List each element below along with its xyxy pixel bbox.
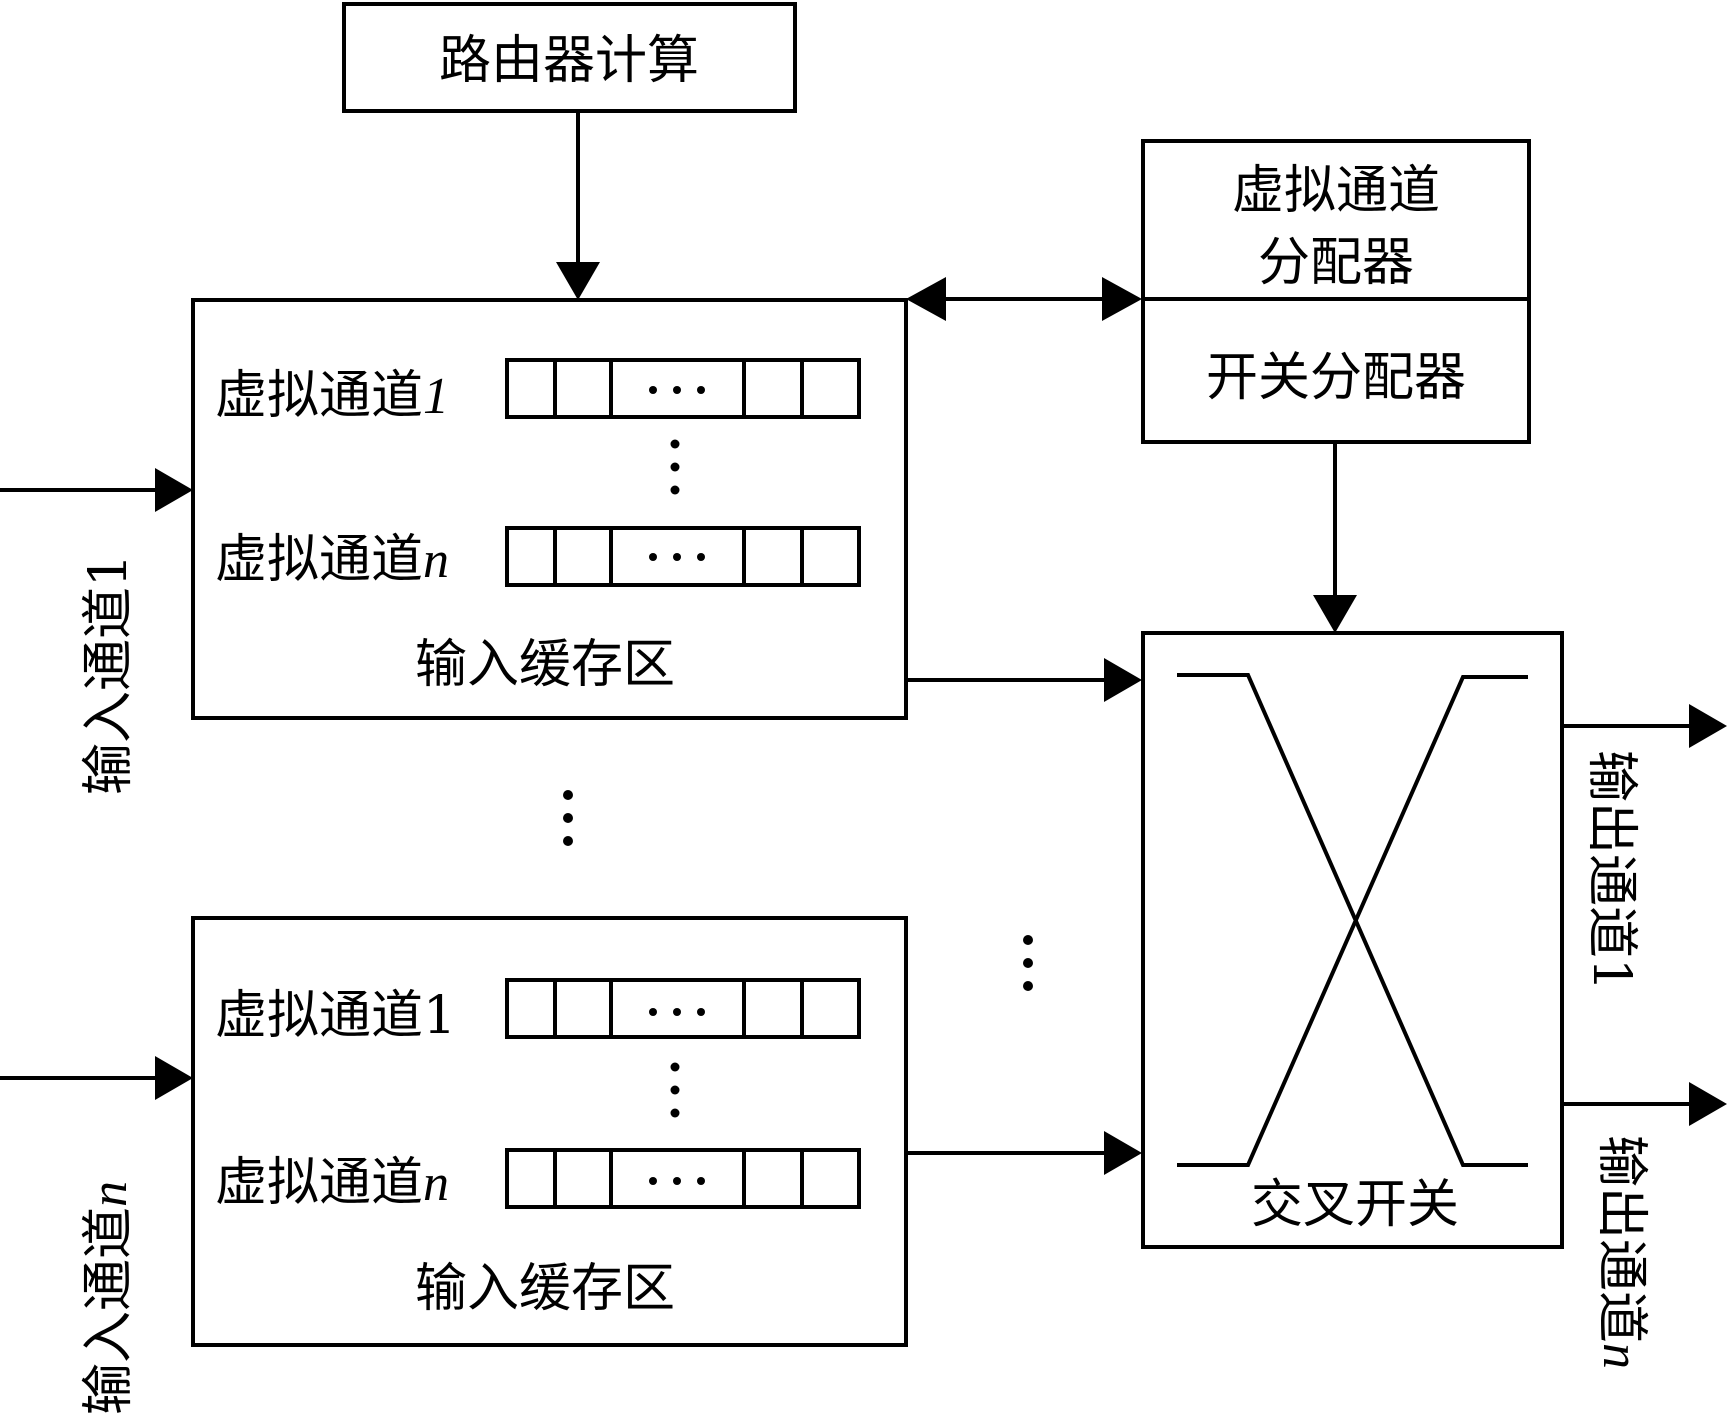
- vc-1-queue: [505, 358, 861, 419]
- buffer-allocator-double-arrow: [906, 277, 1142, 321]
- crossbar-switch: 交叉开关: [1141, 631, 1564, 1249]
- outputs-vertical-ellipsis: [1023, 935, 1033, 991]
- vc-vertical-ellipsis: [670, 1062, 680, 1118]
- svg-text:输入通道n: 输入通道n: [79, 1181, 139, 1415]
- vc-1-label: 虚拟通道1: [215, 986, 456, 1046]
- output-channel-n-arrow: [1562, 1082, 1727, 1126]
- vc-allocator-label-line2: 分配器: [1258, 233, 1414, 293]
- svg-text:输入通道1: 输入通道1: [79, 554, 139, 795]
- vc-vertical-ellipsis: [670, 439, 680, 495]
- output-channel-1-label: 输出通道1: [1581, 750, 1641, 991]
- vc-n-queue: [505, 526, 861, 587]
- allocator-to-crossbar-arrow: [1313, 442, 1357, 633]
- input-channel-1-label: 输入通道1: [79, 554, 139, 795]
- route-compute-block: 路由器计算: [342, 2, 797, 113]
- vc-n-label: 虚拟通道n: [215, 1153, 449, 1213]
- vc-1-queue: [505, 978, 861, 1039]
- route-to-buffer-arrow: [556, 111, 600, 300]
- buffer1-to-crossbar-arrow: [906, 658, 1142, 702]
- output-channel-n-label: 输出通道n: [1591, 1135, 1651, 1369]
- input-buffer-caption: 输入缓存区: [415, 1259, 675, 1319]
- input-channel-n-arrow: [0, 1056, 193, 1100]
- switch-allocator-label: 开关分配器: [1206, 348, 1466, 408]
- buffers-vertical-ellipsis: [563, 790, 573, 846]
- input-channel-n-label: 输入通道n: [79, 1181, 139, 1415]
- vc-n-label: 虚拟通道n: [215, 530, 449, 590]
- input-buffer-caption: 输入缓存区: [415, 635, 675, 695]
- svg-text:输出通道n: 输出通道n: [1591, 1135, 1651, 1369]
- buffern-to-crossbar-arrow: [906, 1131, 1142, 1175]
- allocator-block: 虚拟通道 分配器 开关分配器: [1141, 139, 1531, 444]
- svg-text:输出通道1: 输出通道1: [1581, 750, 1641, 991]
- input-channel-1-arrow: [0, 468, 193, 512]
- input-buffer-1: 虚拟通道1 虚拟通道n 输入缓存区: [191, 298, 908, 720]
- vc-1-label: 虚拟通道1: [215, 366, 449, 426]
- crossbar-label: 交叉开关: [1251, 1175, 1459, 1235]
- crossbar-line-b: [1177, 675, 1528, 1167]
- input-buffer-n: 虚拟通道1 虚拟通道n 输入缓存区: [191, 916, 908, 1347]
- route-compute-label: 路由器计算: [439, 31, 699, 91]
- vc-allocator-label-line1: 虚拟通道: [1232, 161, 1440, 221]
- vc-n-queue: [505, 1148, 861, 1209]
- output-channel-1-arrow: [1562, 704, 1727, 748]
